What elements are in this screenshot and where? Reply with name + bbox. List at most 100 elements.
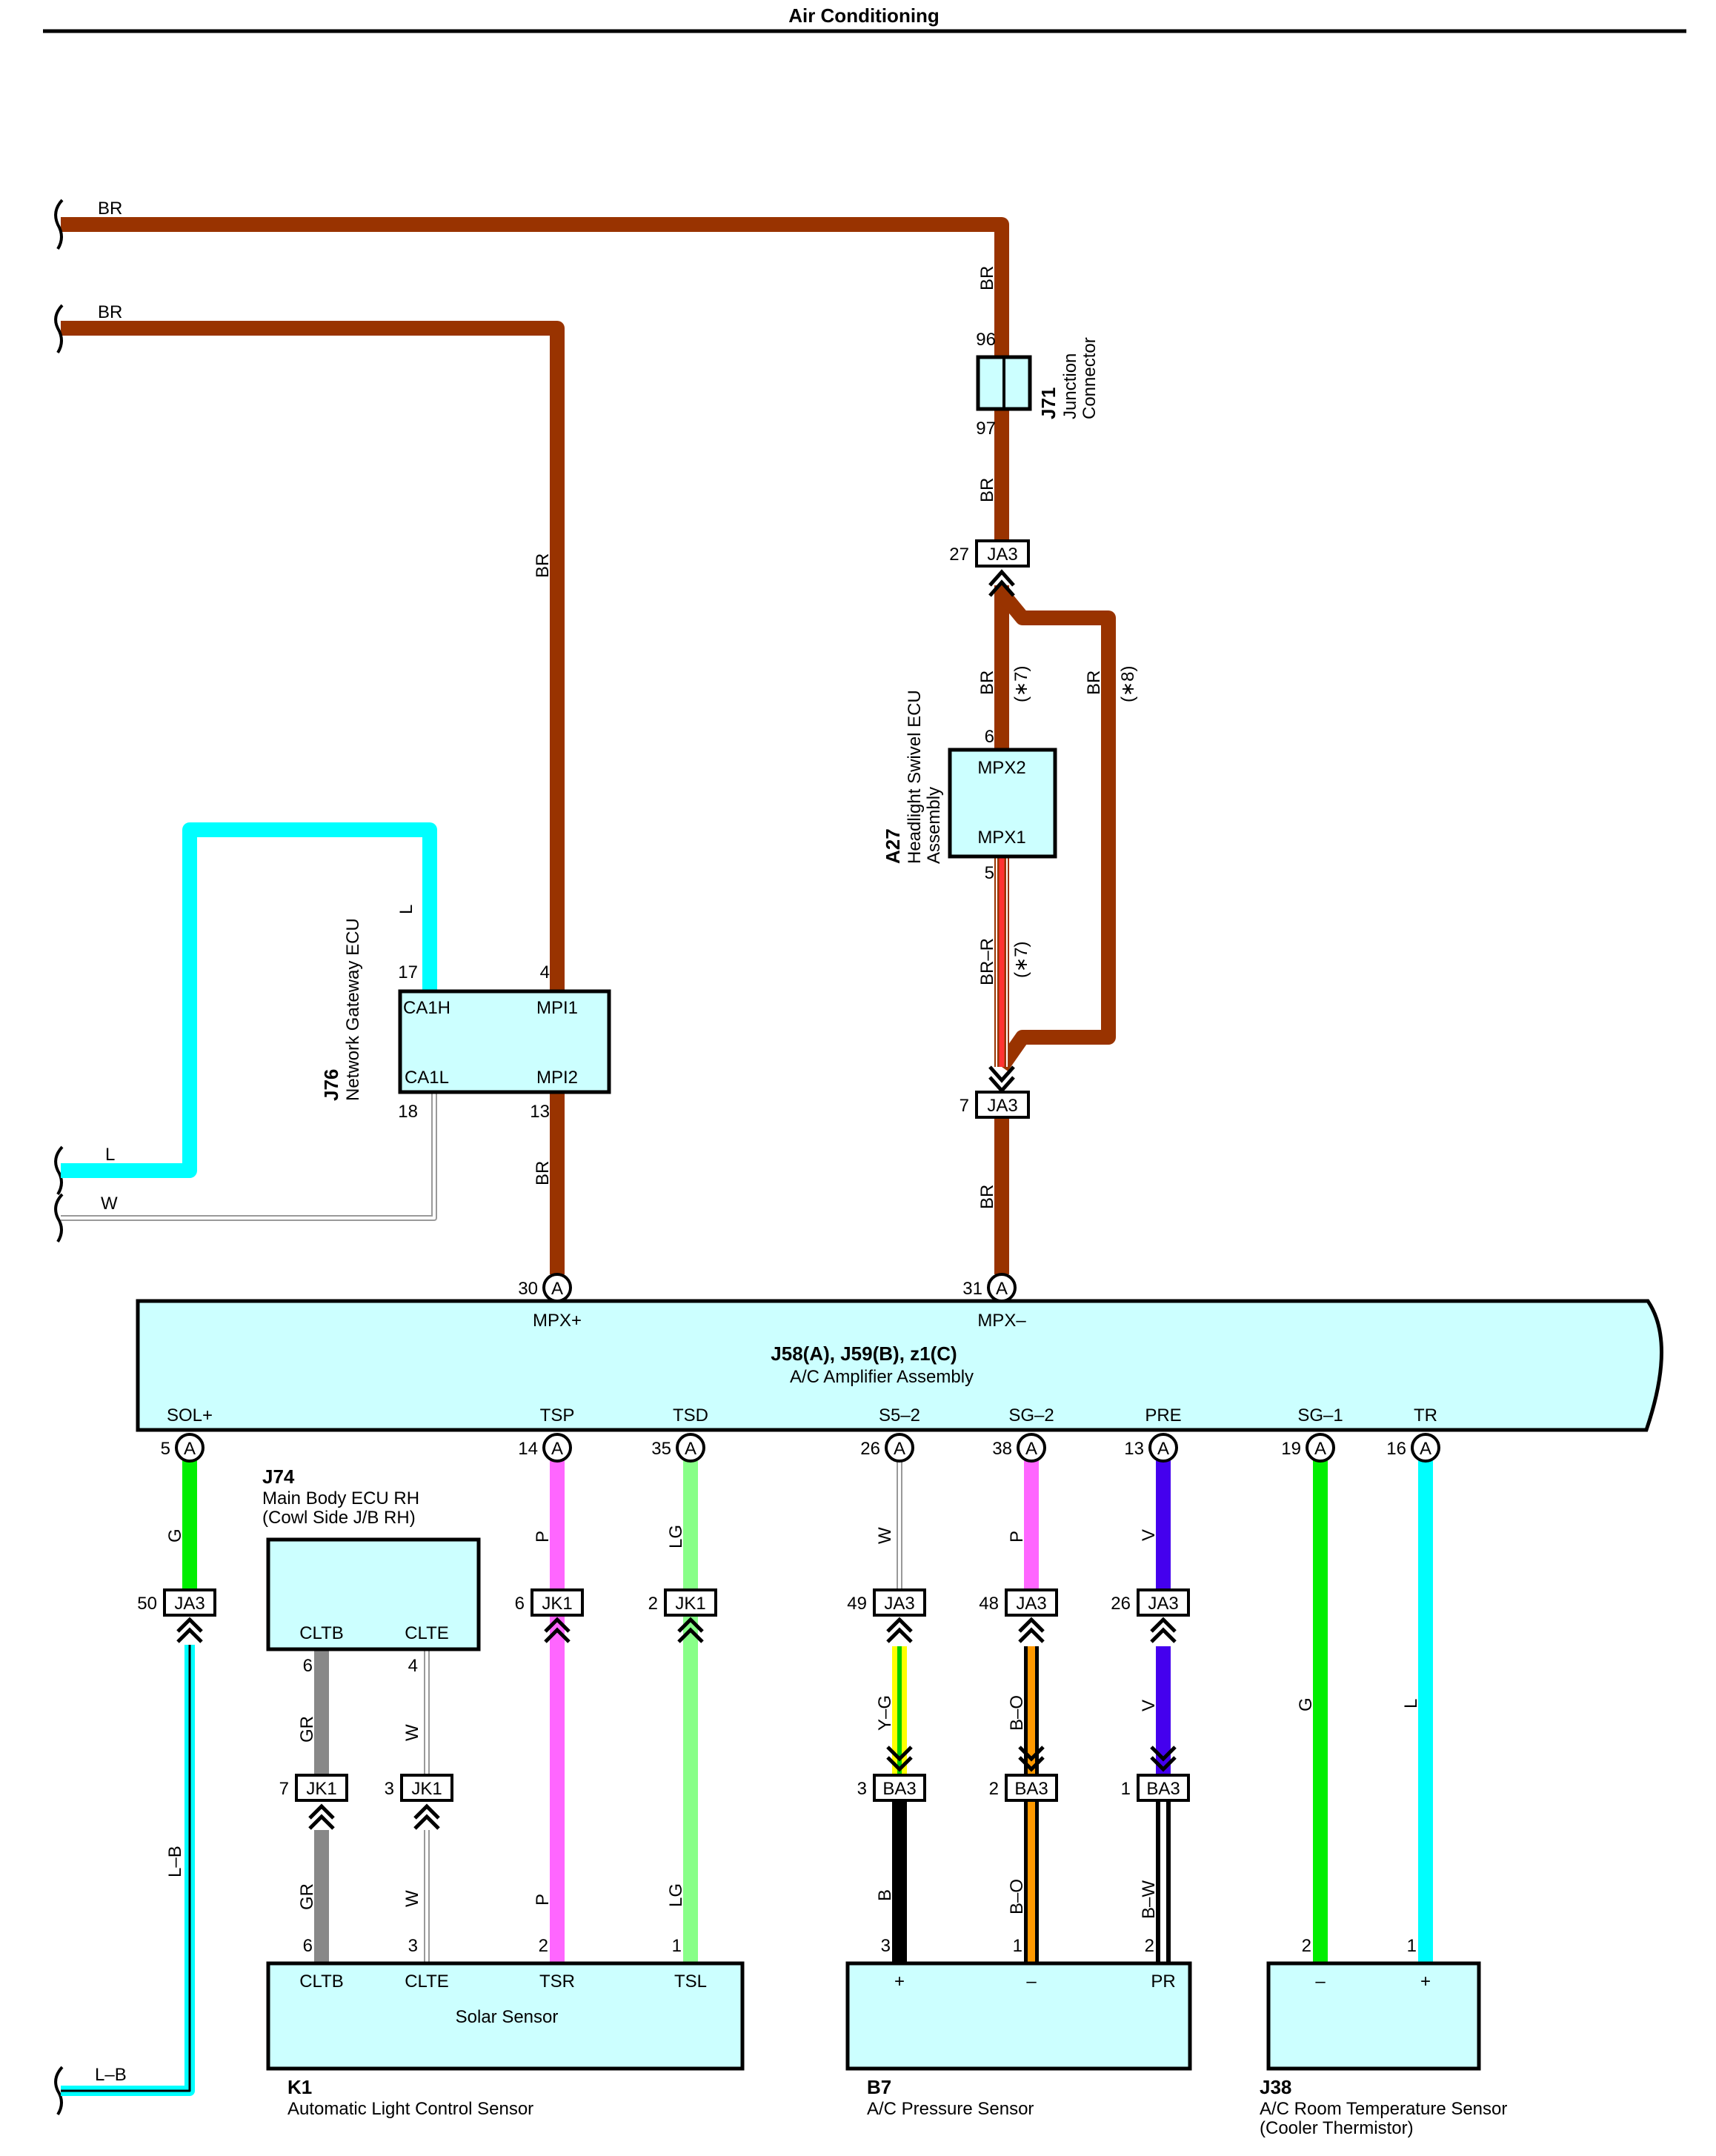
wire-label-w-left: W <box>101 1194 118 1214</box>
label-tsp-p2: P <box>533 1894 553 1906</box>
connector-ba3-3-num: 3 <box>857 1779 867 1799</box>
label-sg2-bo1: B–O <box>1007 1695 1027 1731</box>
j38-id: J38 <box>1260 2076 1291 2098</box>
amp-top-pin-30-conn: A <box>551 1279 563 1299</box>
k1-solar-sensor <box>266 1961 745 2071</box>
amp-pin-s52: S5–2 A 26 <box>860 1405 920 1463</box>
connector-jk1-2-label: JK1 <box>675 1594 705 1614</box>
label-s5-w: W <box>875 1527 895 1544</box>
j74-num-clte: 4 <box>408 1656 418 1676</box>
amp-pin-sol: SOL+ A 5 <box>161 1405 213 1463</box>
amp-pin-sg1-conn: A <box>1314 1439 1326 1459</box>
j76-num-mpi2: 13 <box>530 1102 550 1122</box>
connector-ja3-50-num: 50 <box>137 1594 157 1614</box>
k1-pin-clte: CLTE <box>405 1972 449 1992</box>
b7-id: B7 <box>867 2076 891 2098</box>
j71-wire-label-top: BR <box>977 266 997 290</box>
j71-name2: Connector <box>1080 337 1100 419</box>
label-s5-b: B <box>875 1889 895 1901</box>
connector-ja3-26: JA3 26 <box>1111 1588 1190 1643</box>
connector-jk1-7-label: JK1 <box>306 1779 336 1799</box>
connector-ba3-2-label: BA3 <box>1014 1779 1048 1799</box>
label-tsd-lg2: LG <box>666 1883 686 1907</box>
connector-ja3-7 <box>975 1091 1030 1119</box>
j76-wire-label-br-up: BR <box>533 553 553 578</box>
b7-pin-plus: + <box>894 1972 905 1992</box>
label-sg1-g: G <box>1296 1697 1316 1711</box>
b7-pin-pr: PR <box>1151 1972 1175 1992</box>
connector-jk1-2: JK1 2 <box>648 1588 717 1643</box>
wire-l-j76 <box>61 822 437 1178</box>
label-clte-w2: W <box>402 1890 422 1907</box>
j71-name1: Junction <box>1060 353 1080 419</box>
connector-jk1-6-label: JK1 <box>542 1594 572 1614</box>
j76-network-gateway-ecu <box>398 989 611 1094</box>
j71-pin-top: 96 <box>976 330 996 350</box>
amp-pin-tsd-num: 35 <box>651 1439 671 1459</box>
j76-name: Network Gateway ECU <box>343 918 363 1101</box>
connector-ja3-27 <box>975 539 1030 568</box>
j71-id: J71 <box>1037 387 1060 419</box>
amp-pin-sg2-num: 38 <box>992 1439 1012 1459</box>
j74-main-body-ecu <box>266 1537 481 1651</box>
amp-pin-sg1: SG–1 A 19 <box>1281 1405 1343 1463</box>
connector-ba3-2-num: 2 <box>989 1779 999 1799</box>
amp-pin-pre: PRE A 13 <box>1124 1405 1182 1463</box>
a27-pin-mpx1: MPX1 <box>977 828 1025 848</box>
b7-num-pr: 2 <box>1145 1936 1154 1956</box>
j76-pin-mpi1: MPI1 <box>536 998 578 1018</box>
amp-top-pin-31-num: 31 <box>962 1279 982 1299</box>
amp-top-pin-30: A 30 MPX+ <box>518 1273 582 1331</box>
wire-br-bypass <box>995 588 1116 1071</box>
amp-pin-sol-name: SOL+ <box>167 1405 213 1425</box>
amp-pin-pre-num: 13 <box>1124 1439 1144 1459</box>
b7-num-minus: 1 <box>1013 1936 1022 1956</box>
amp-top-pin-31: A 31 MPX– <box>962 1273 1026 1331</box>
wire-w-j76-inner <box>61 1092 436 1220</box>
label-clte-w1: W <box>402 1724 422 1741</box>
label-sol-g: G <box>165 1528 185 1543</box>
connector-ja3-7-num: 7 <box>960 1096 969 1116</box>
label-sg2-p: P <box>1007 1531 1027 1543</box>
j71-pin-bottom: 97 <box>976 419 996 439</box>
label-cltb-gr1: GR <box>297 1716 317 1743</box>
connector-ja3-7-chevrons <box>988 1065 1015 1094</box>
connector-ja3-7-label: JA3 <box>987 1096 1017 1116</box>
a27-headlight-swivel-ecu <box>948 748 1057 859</box>
amp-pin-s52-num: 26 <box>860 1439 880 1459</box>
connector-ja3-48: JA3 48 <box>979 1588 1058 1643</box>
connector-ba3-1-num: 1 <box>1121 1779 1131 1799</box>
a27-num2: 5 <box>985 863 994 883</box>
label-sg2-bo2: B–O <box>1007 1879 1027 1914</box>
connector-ba3-1-label: BA3 <box>1146 1779 1180 1799</box>
page-title: Air Conditioning <box>788 4 940 27</box>
connector-ja3-27-num: 27 <box>949 545 969 565</box>
j71-wire-label-bottom: BR <box>977 478 997 502</box>
amp-top-pin-30-num: 30 <box>518 1279 538 1299</box>
j76-num-ca1l: 18 <box>398 1102 418 1122</box>
connector-ja3-49-label: JA3 <box>884 1594 914 1614</box>
k1-num-cltb: 6 <box>303 1936 313 1956</box>
amp-ids: J58(A), J59(B), z1(C) <box>771 1342 957 1365</box>
amp-top-pin-31-conn: A <box>996 1279 1008 1299</box>
j74-name2: (Cowl Side J/B RH) <box>262 1508 416 1528</box>
j74-id: J74 <box>262 1465 295 1488</box>
a27-name1: Headlight Swivel ECU <box>905 690 925 864</box>
amp-pin-s52-name: S5–2 <box>879 1405 920 1425</box>
amp-pin-s52-conn: A <box>894 1439 905 1459</box>
a27-bypass-note: (∗8) <box>1118 666 1138 702</box>
amp-pin-tsp-name: TSP <box>540 1405 575 1425</box>
connector-jk1-3-num: 3 <box>385 1779 394 1799</box>
connector-ja3-27-label: JA3 <box>987 545 1017 565</box>
amp-pin-pre-conn: A <box>1157 1439 1169 1459</box>
wire-label-br-top: BR <box>98 199 122 219</box>
j38-pin-plus: + <box>1420 1972 1431 1992</box>
connector-jk1-7: JK1 7 <box>279 1774 348 1830</box>
j76-pin-mpi2: MPI2 <box>536 1068 578 1088</box>
amp-pin-tr: TR A 16 <box>1386 1405 1440 1463</box>
b7-pressure-sensor <box>845 1961 1192 2071</box>
label-s5-yg: Y–G <box>875 1695 895 1731</box>
amp-pin-sg1-num: 19 <box>1281 1439 1301 1459</box>
label-tr-l: L <box>1401 1699 1421 1709</box>
